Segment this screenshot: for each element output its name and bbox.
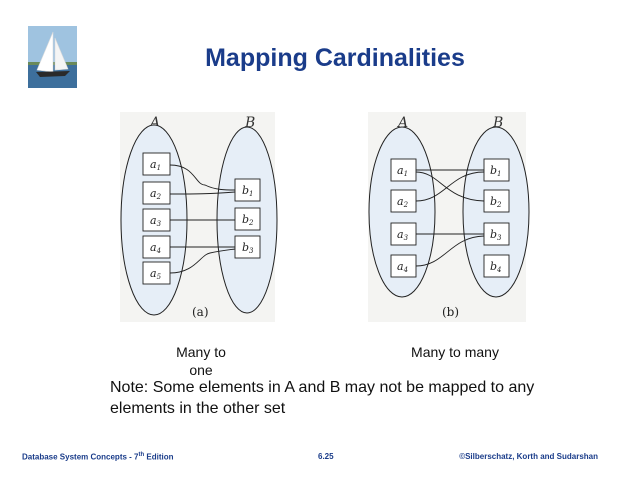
diagram-b-mapping-line xyxy=(415,171,485,202)
diagram-b-element-label: a2 xyxy=(397,195,409,209)
diagram-a-element-box xyxy=(234,178,261,202)
diagram-b-element-box xyxy=(390,158,417,182)
diagram-b-element-label: b4 xyxy=(490,260,502,274)
diagram-a-element-label: a4 xyxy=(150,241,161,255)
diagram-a-element-box xyxy=(234,207,261,231)
footer-book-title: Database System Concepts - 7th Edition xyxy=(22,452,174,462)
diagram-a-element-label: a3 xyxy=(150,214,162,228)
footer-left-superscript: th xyxy=(138,452,145,458)
diagram-b-mapping-line xyxy=(415,171,485,202)
diagram-b-caption: Many to many xyxy=(411,344,499,360)
diagram-b-element-box xyxy=(390,254,417,278)
diagram-b-element-label: a4 xyxy=(397,260,408,274)
note-text: Note: Some elements in A and B may not b… xyxy=(110,379,535,417)
diagram-b-element-label: a1 xyxy=(397,164,408,178)
diagram-a-panel-label: (a) xyxy=(192,305,209,319)
diagram-b-element-box xyxy=(483,254,510,278)
diagram-a-caption: Many to one xyxy=(176,344,226,378)
diagram-a-element-box xyxy=(234,235,261,259)
footer-left-text: Database System Concepts - 7 xyxy=(22,452,139,462)
diagram-a-mapping-line xyxy=(169,164,236,191)
diagram-a-element-box xyxy=(142,261,171,285)
footer-page-number: 6.25 xyxy=(318,452,334,461)
diagram-a-mapping-line xyxy=(169,191,236,195)
diagram-a-element-box xyxy=(142,208,171,232)
diagram-b-element-box xyxy=(483,222,510,246)
diagram-a-element-label: b1 xyxy=(242,184,254,198)
diagram-b-element-label: a3 xyxy=(397,228,409,242)
diagram-b-set-b-label: B xyxy=(492,115,503,131)
diagram-b-element-box xyxy=(483,189,510,213)
diagram-a-element-box xyxy=(142,181,171,205)
diagram-a-element-label: a5 xyxy=(150,267,162,281)
footer-left-tail: Edition xyxy=(144,452,174,462)
diagram-a-element-label: a2 xyxy=(150,187,162,201)
diagram-a-element-label: a1 xyxy=(150,158,161,172)
diagram-a-element-box xyxy=(142,235,171,259)
footer-copyright: ©Silberschatz, Korth and Sudarshan xyxy=(459,452,598,461)
page-title: Mapping Cardinalities xyxy=(205,44,465,72)
diagram-b-element-label: b1 xyxy=(490,164,502,178)
diagram-b-mapping-line xyxy=(415,235,485,267)
diagram-a-mapping-line xyxy=(169,248,236,274)
diagram-b-panel-label: (b) xyxy=(442,305,459,319)
sailboat-logo-icon xyxy=(28,26,77,88)
diagram-a-element-box xyxy=(142,152,171,176)
diagram-b-element-box xyxy=(390,189,417,213)
diagram-b-element-box xyxy=(390,222,417,246)
diagram-b-element-box xyxy=(483,158,510,182)
diagram-a-set-b-label: B xyxy=(244,115,255,131)
